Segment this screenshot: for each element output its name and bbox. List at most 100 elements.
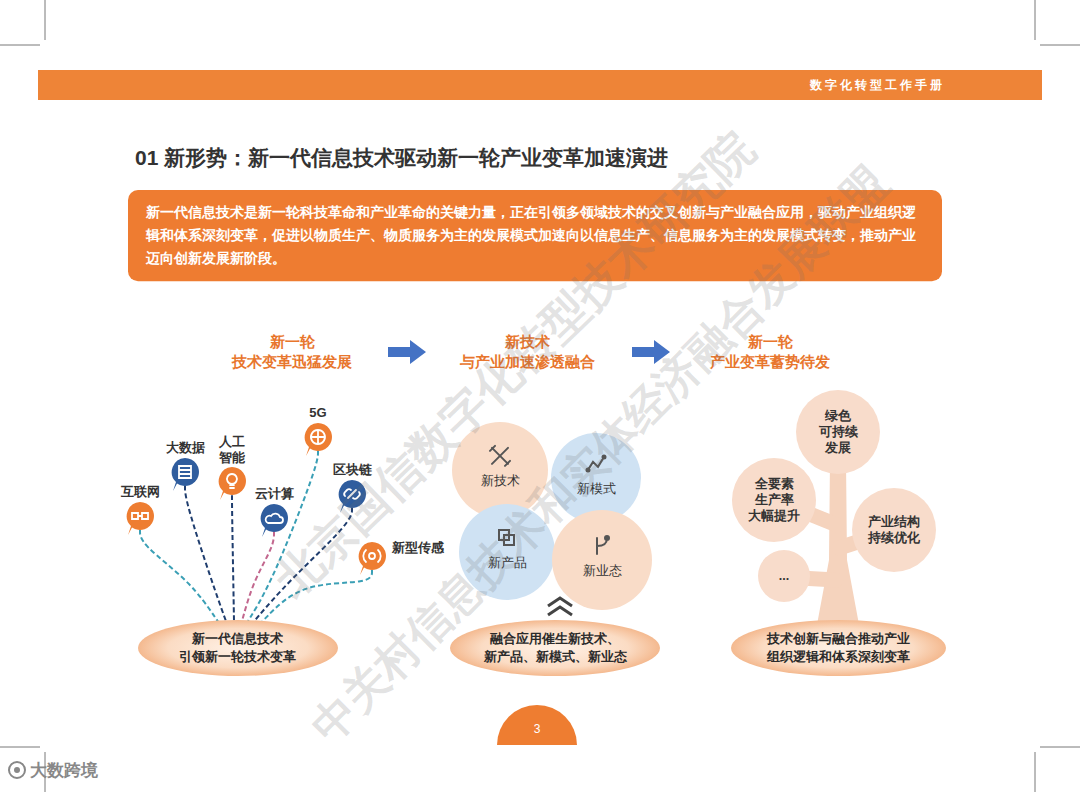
intro-text: 新一代信息技术是新一轮科技革命和产业革命的关键力量，正在引领多领域技术的交叉创新… [146, 201, 924, 270]
bubble-shape [261, 504, 288, 537]
page-number-tab: 3 [497, 705, 577, 745]
base-ellipse: 新一代信息技术 引领新一轮技术变革 [138, 620, 338, 676]
icon-glyph [179, 466, 191, 478]
icon-label: 互联网 [121, 484, 160, 500]
base-text: 融合应用催生新技术、 新产品、新模式、新业态 [482, 630, 628, 665]
node-outline [452, 422, 548, 518]
text-wrap: 新产品 [488, 555, 527, 571]
page-title: 01 新形势：新一代信息技术驱动新一轮产业变革加速演进 [135, 144, 668, 172]
concept-icon [597, 536, 609, 554]
dashed-connector [232, 495, 234, 621]
tech-icon: 大数据 [166, 440, 205, 492]
flow-arrow [388, 340, 426, 364]
tech-icon: 新型传感 [355, 540, 444, 576]
text-wrap: ... [779, 568, 789, 584]
text-wrap: 融合应用催生新技术、 新产品、新模式、新业态 [482, 630, 628, 665]
bubble-icon [123, 500, 157, 536]
bubble-shape [127, 502, 154, 535]
dashed-connector [242, 532, 274, 621]
tech-icon: 区块链 [333, 462, 372, 514]
icon-glyph [311, 430, 325, 444]
text-wrap: 大数据 [166, 440, 205, 456]
text-wrap: 技术创新与融合推动产业 组织逻辑和体系深刻变革 [765, 630, 911, 665]
node-outline [731, 620, 946, 676]
header-band: 数字化转型工作手册 [38, 70, 1042, 100]
bubble-icon [301, 421, 335, 457]
text-wrap: 绿色 可持续 发展 [817, 408, 858, 457]
base-text: 技术创新与融合推动产业 组织逻辑和体系深刻变革 [765, 630, 911, 665]
tech-icon: 人工 智能 [215, 434, 249, 501]
brand-watermark: 大数跨境 [30, 759, 98, 782]
outcome-circle: 产业结构 持续优化 [852, 488, 936, 572]
circle-text: 全要素 生产率 大幅提升 [747, 476, 801, 525]
base-ellipse: 技术创新与融合推动产业 组织逻辑和体系深刻变革 [731, 620, 946, 676]
chevron-up [548, 598, 572, 615]
text-wrap: 云计算 [255, 486, 294, 502]
circle-text: 绿色 可持续 发展 [817, 408, 858, 457]
intro-box: 新一代信息技术是新一轮科技革命和产业革命的关键力量，正在引领多领域技术的交叉创新… [128, 190, 942, 281]
icon-glyph [363, 550, 380, 562]
flow-arrow [632, 340, 670, 364]
stage-heading: 新一轮 产业变革蓄势待发 [698, 332, 842, 371]
concept-circle: 新技术 [452, 422, 548, 518]
icon-label: 云计算 [255, 486, 294, 502]
text-wrap: 新型传感 [392, 540, 444, 556]
concept-circle: 新产品 [459, 504, 555, 600]
circle-text: 新业态 [583, 563, 622, 579]
node-outline [852, 488, 936, 572]
text-wrap: 3 [497, 722, 577, 736]
header-text: 数字化转型工作手册 [810, 77, 945, 94]
circle-text: 新产品 [488, 555, 527, 571]
icon-label: 新型传感 [392, 540, 444, 556]
icon-glyph [344, 489, 360, 499]
circle-text: ... [779, 568, 789, 584]
bubble-icon [215, 465, 249, 501]
text-wrap: 新技术 [481, 473, 520, 489]
dashed-connector [185, 486, 226, 622]
text-wrap: 互联网 [121, 484, 160, 500]
concept-circle: 新业态 [552, 510, 652, 610]
text-wrap: 新业态 [583, 563, 622, 579]
bubble-icon [168, 456, 202, 492]
text-wrap: 人工 智能 [218, 434, 247, 465]
concept-icon [499, 530, 514, 545]
text-wrap: 全要素 生产率 大幅提升 [747, 476, 801, 525]
tech-icon: 云计算 [255, 486, 294, 538]
bubble-shape [305, 423, 332, 456]
icon-label: 人工 智能 [218, 434, 247, 465]
text-wrap: 产业结构 持续优化 [867, 514, 921, 547]
dashed-connector [248, 451, 318, 622]
outcome-circle: ... [758, 550, 810, 602]
text-wrap: 新模式 [577, 481, 616, 497]
base-text: 新一代信息技术 引领新一轮技术变革 [176, 630, 301, 665]
tech-icon: 5G [301, 405, 335, 457]
circle-text: 新模式 [577, 481, 616, 497]
circle-text: 新技术 [481, 473, 520, 489]
base-ellipse: 融合应用催生新技术、 新产品、新模式、新业态 [450, 620, 660, 676]
outcome-circle: 全要素 生产率 大幅提升 [732, 458, 816, 542]
stage-heading: 新技术 与产业加速渗透融合 [455, 332, 599, 371]
bubble-shape [172, 458, 199, 491]
node-outline [552, 510, 652, 610]
icon-label: 区块链 [333, 462, 372, 478]
dashed-connector [262, 570, 372, 622]
icon-label: 大数据 [166, 440, 205, 456]
icon-glyph [266, 513, 283, 522]
bubble-icon [257, 502, 291, 538]
node-outline [551, 433, 641, 523]
text-wrap: 数字化转型工作手册 [810, 77, 945, 94]
concept-circle: 新模式 [551, 433, 641, 523]
outcome-circle: 绿色 可持续 发展 [796, 390, 880, 474]
bubble-shape [359, 542, 386, 575]
bubble-icon [355, 540, 389, 576]
bubble-shape [339, 480, 366, 513]
text-wrap: 新一代信息技术是新一轮科技革命和产业革命的关键力量，正在引领多领域技术的交叉创新… [146, 201, 924, 270]
node-outline [138, 620, 338, 676]
brand-logo [9, 762, 25, 778]
icon-glyph [132, 513, 148, 519]
node-outline [450, 620, 660, 676]
text-wrap: 新一代信息技术 引领新一轮技术变革 [176, 630, 301, 665]
concept-icon [490, 446, 510, 466]
